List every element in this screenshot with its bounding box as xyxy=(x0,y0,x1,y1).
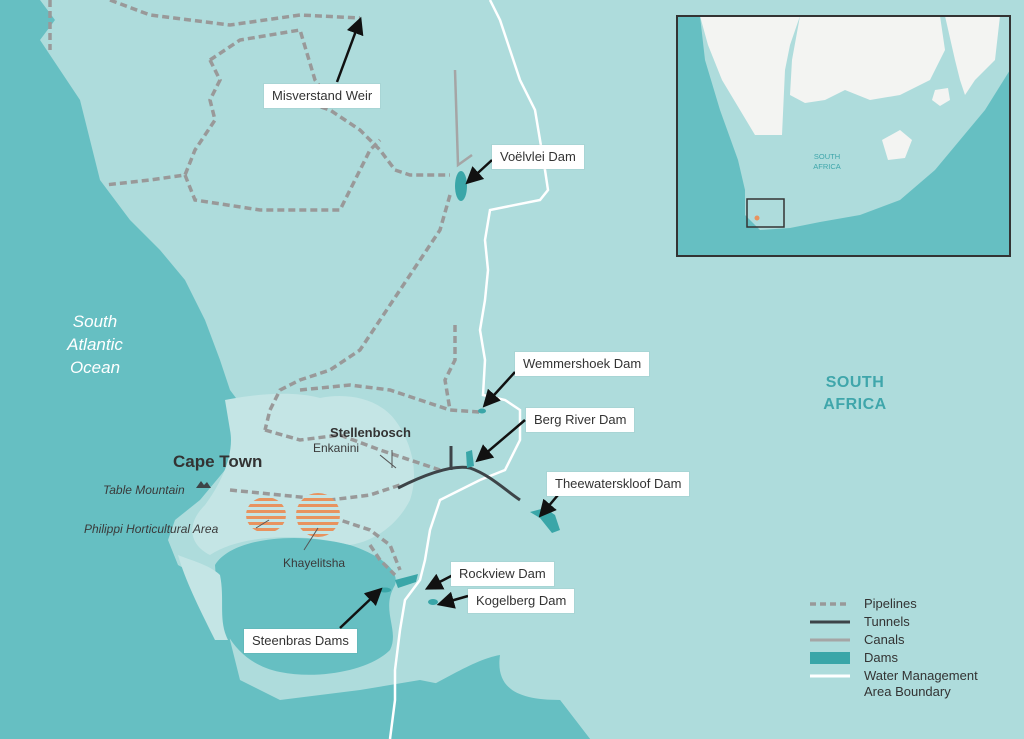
peninsula-land xyxy=(178,555,228,640)
canal xyxy=(453,69,473,168)
misverstand-weir-label: Misverstand Weir xyxy=(264,84,381,108)
kogelberg-dam-label: Kogelberg Dam xyxy=(468,589,575,613)
inset-neighbours xyxy=(700,16,800,135)
steenbras-dams-label: Steenbras Dams xyxy=(244,629,357,653)
rockview-dam-shape xyxy=(395,574,418,588)
legend-item-tunnels: Tunnels xyxy=(808,614,1018,632)
leader-lines xyxy=(335,16,559,629)
inset-neighbours-2 xyxy=(790,16,945,103)
legend-item-canals: Canals xyxy=(808,632,1018,650)
stellenbosch-label: Stellenbosch xyxy=(330,425,411,440)
table-mountain-label: Table Mountain xyxy=(103,483,185,497)
south-africa-label: SOUTH AFRICA xyxy=(823,374,887,413)
khayelitsha-area xyxy=(296,493,340,537)
atlantic-ocean xyxy=(0,0,590,739)
inset-cape-town-dot xyxy=(754,215,760,221)
inset-mozambique xyxy=(945,16,1000,95)
solid-dark-line-icon xyxy=(808,614,852,630)
solid-grey-line-icon xyxy=(808,632,852,648)
tunnel xyxy=(397,465,521,502)
ocean-label: South Atlantic Ocean xyxy=(67,312,123,377)
khayelitsha-label: Khayelitsha xyxy=(283,556,346,570)
enkanini-label: Enkanini xyxy=(313,441,360,455)
berg-river-dam-label: Berg River Dam xyxy=(526,408,635,432)
voelvlei-dam-label: Voëlvlei Dam xyxy=(492,145,584,169)
inset-lesotho xyxy=(882,130,912,160)
legend: Pipelines Tunnels Canals Dams Water Mana… xyxy=(808,596,1018,704)
inset-highlight-box xyxy=(746,198,785,228)
inset-eswatini xyxy=(932,88,950,106)
kogelberg-dam-shape xyxy=(428,599,438,605)
cape-town-label: Cape Town xyxy=(173,452,263,471)
table-mountain-marker xyxy=(196,481,211,488)
inset-frame xyxy=(676,15,1011,257)
voelvlei-dam-shape xyxy=(455,171,467,201)
teal-block-icon xyxy=(808,650,852,666)
philippi-label: Philippi Horticultural Area xyxy=(84,522,219,536)
legend-item-dams: Dams xyxy=(808,650,1018,668)
legend-item-pipelines: Pipelines xyxy=(808,596,1018,614)
rockview-dam-label: Rockview Dam xyxy=(451,562,554,586)
legend-item-boundary: Water Management Area Boundary xyxy=(808,668,1018,704)
philippi-area xyxy=(246,497,286,533)
wemmershoek-dam-shape xyxy=(478,408,486,414)
dams xyxy=(379,171,560,605)
white-line-icon xyxy=(808,668,852,684)
place-leaders xyxy=(255,450,397,551)
steenbras-dam-shape xyxy=(379,587,391,593)
inset-south-africa-label: SOUTH AFRICA xyxy=(813,152,841,171)
dashed-line-icon xyxy=(808,596,852,612)
wemmershoek-dam-label: Wemmershoek Dam xyxy=(515,352,650,376)
berg-river-dam-shape xyxy=(466,450,474,468)
theewaterskloof-dam-label: Theewaterskloof Dam xyxy=(547,472,690,496)
inset-map xyxy=(676,15,1011,257)
south-coast-water xyxy=(400,655,590,739)
